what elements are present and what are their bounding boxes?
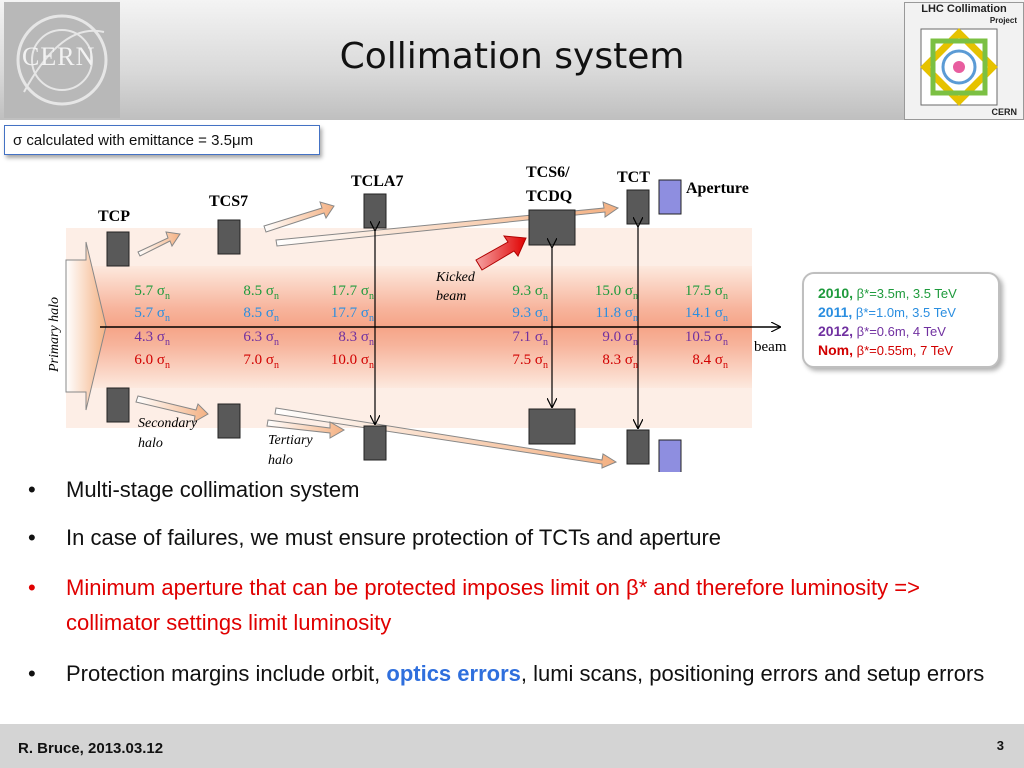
- collimator-setting-value: 5.7 σn: [134, 305, 170, 324]
- page-title: Collimation system: [339, 36, 685, 77]
- collimator-setting-value: 8.4 σn: [692, 352, 728, 371]
- legend-row: 2012, β*=0.6m, 4 TeV: [818, 322, 998, 341]
- kicked-beam-arrow: [475, 235, 527, 271]
- legend-text: β*=1.0m, 3.5 TeV: [852, 305, 956, 320]
- tertiary-halo-label-2: halo: [268, 453, 293, 468]
- collimation-diagram: Primary halo beam TCP TCS7 TCLA7 TCS6/ T…: [47, 164, 787, 472]
- collimator-setting-value: 14.1 σn: [685, 305, 728, 324]
- legend-row: Nom, β*=0.55m, 7 TeV: [818, 341, 998, 360]
- kicked-beam-label-2: beam: [436, 289, 466, 304]
- tct-jaw-bottom: [626, 429, 650, 465]
- primary-halo-arrow: [65, 241, 107, 411]
- legend-text: β*=0.55m, 7 TeV: [853, 343, 954, 358]
- tertiary-halo-arrow-top-1: [263, 201, 335, 233]
- collimator-setting-value: 10.0 σn: [331, 352, 374, 371]
- collimator-setting-value: 7.5 σn: [512, 352, 548, 371]
- tcla7-label: TCLA7: [351, 173, 403, 190]
- lhc-logo-cern: CERN: [991, 107, 1017, 117]
- tct-label: TCT: [617, 169, 650, 186]
- optics-errors-highlight: optics errors: [386, 661, 521, 686]
- collimator-setting-value: 17.7 σn: [331, 283, 374, 302]
- tcs6-label-line2: TCDQ: [526, 188, 572, 205]
- bullet-text-part: Protection margins include orbit,: [66, 661, 387, 686]
- secondary-halo-label-2: halo: [138, 436, 163, 451]
- secondary-halo-arrow-top: [137, 231, 181, 257]
- tcp-label: TCP: [98, 208, 130, 225]
- collimator-setting-value: 8.5 σn: [243, 283, 279, 302]
- tcs7-jaw-top: [217, 219, 241, 255]
- aperture-top: [658, 179, 682, 215]
- secondary-halo-arrow-bottom: [135, 395, 209, 423]
- collimator-settings-table: 5.7 σn 8.5 σn 17.7 σn 9.3 σn 15.0 σn 17.5 σn 5…: [134, 283, 728, 371]
- bullet-dot: •: [28, 525, 36, 550]
- tertiary-halo-label-1: Tertiary: [268, 433, 313, 448]
- cern-logo-text: CERN: [22, 42, 96, 71]
- bullet-text: Protection margins include orbit, optics…: [66, 656, 996, 691]
- aperture-label: Aperture: [686, 180, 749, 197]
- collimator-setting-value: 8.3 σn: [338, 329, 374, 348]
- collimator-setting-value: 9.3 σn: [512, 283, 548, 302]
- tcp-jaw-top: [106, 231, 130, 267]
- bullet-text: In case of failures, we must ensure prot…: [66, 525, 722, 550]
- tcs6-label-line1: TCS6/: [526, 164, 570, 181]
- bullet-text-part: , lumi scans, positioning errors and set…: [520, 661, 985, 686]
- collimator-setting-value: 6.3 σn: [243, 329, 279, 348]
- collimator-setting-value: 6.0 σn: [134, 352, 170, 371]
- tcs7-jaw-bottom: [217, 403, 241, 439]
- tcs6-jaw-top: [528, 209, 576, 246]
- bullet-dot: •: [28, 575, 36, 600]
- collimator-setting-value: 9.0 σn: [602, 329, 638, 348]
- collimator-setting-value: 17.5 σn: [685, 283, 728, 302]
- primary-halo-label: Primary halo: [47, 297, 62, 373]
- page-number: 3: [996, 738, 1004, 753]
- footer-author: R. Bruce, 2013.03.12: [18, 740, 164, 757]
- slide-header: CERN Collimation system LHC Collimation …: [0, 0, 1024, 120]
- collimator-setting-value: 11.8 σn: [595, 305, 638, 324]
- legend-text: β*=3.5m, 3.5 TeV: [853, 286, 957, 301]
- tertiary-halo-arrow-bottom-2: [266, 419, 346, 439]
- collimator-setting-value: 8.3 σn: [602, 352, 638, 371]
- lhc-logo-subtitle: Project: [989, 16, 1017, 25]
- bullet-text: Multi-stage collimation system: [66, 477, 360, 502]
- kicked-beam-label-1: Kicked: [435, 270, 476, 285]
- tcs7-label: TCS7: [209, 193, 248, 210]
- legend-year: 2010,: [818, 285, 854, 301]
- bullet-dot: •: [28, 477, 36, 502]
- collimator-setting-value: 7.1 σn: [512, 329, 548, 348]
- aperture-bottom: [658, 439, 682, 472]
- collimator-setting-value: 8.5 σn: [243, 305, 279, 324]
- legend-text: β*=0.6m, 4 TeV: [853, 324, 946, 339]
- tcla7-jaw-bottom: [363, 425, 387, 461]
- lhc-collimation-logo: LHC Collimation Project CERN: [904, 2, 1024, 120]
- collimator-setting-value: 9.3 σn: [512, 305, 548, 324]
- tcla7-jaw-top: [363, 193, 387, 229]
- cern-logo: CERN: [4, 2, 120, 118]
- beta-star-legend: 2010, β*=3.5m, 3.5 TeV 2011, β*=1.0m, 3.…: [802, 272, 1000, 368]
- collimator-setting-value: 5.7 σn: [134, 283, 170, 302]
- emittance-note: σ calculated with emittance = 3.5μm: [4, 125, 320, 155]
- footer: R. Bruce, 2013.03.12 3: [0, 724, 1024, 768]
- collimator-setting-value: 10.5 σn: [685, 329, 728, 348]
- collimator-setting-value: 15.0 σn: [595, 283, 638, 302]
- lhc-logo-title: LHC Collimation: [921, 3, 1007, 15]
- collimator-setting-value: 4.3 σn: [134, 329, 170, 348]
- legend-year: 2012,: [818, 323, 854, 339]
- legend-year: Nom,: [818, 342, 853, 358]
- beam-label: beam: [754, 339, 787, 355]
- tct-jaw-top: [626, 189, 650, 225]
- bullet-text: Minimum aperture that can be protected i…: [66, 575, 920, 635]
- legend-row: 2011, β*=1.0m, 3.5 TeV: [818, 303, 998, 322]
- tcp-jaw-bottom: [106, 387, 130, 423]
- tcs6-jaw-bottom: [528, 408, 576, 445]
- legend-row: 2010, β*=3.5m, 3.5 TeV: [818, 284, 998, 303]
- tertiary-halo-arrow-top-2: [275, 201, 620, 247]
- legend-year: 2011,: [818, 304, 853, 320]
- secondary-halo-label-1: Secondary: [138, 416, 198, 431]
- collimator-setting-value: 17.7 σn: [331, 305, 374, 324]
- bullet-dot: •: [28, 661, 36, 686]
- collimator-setting-value: 7.0 σn: [243, 352, 279, 371]
